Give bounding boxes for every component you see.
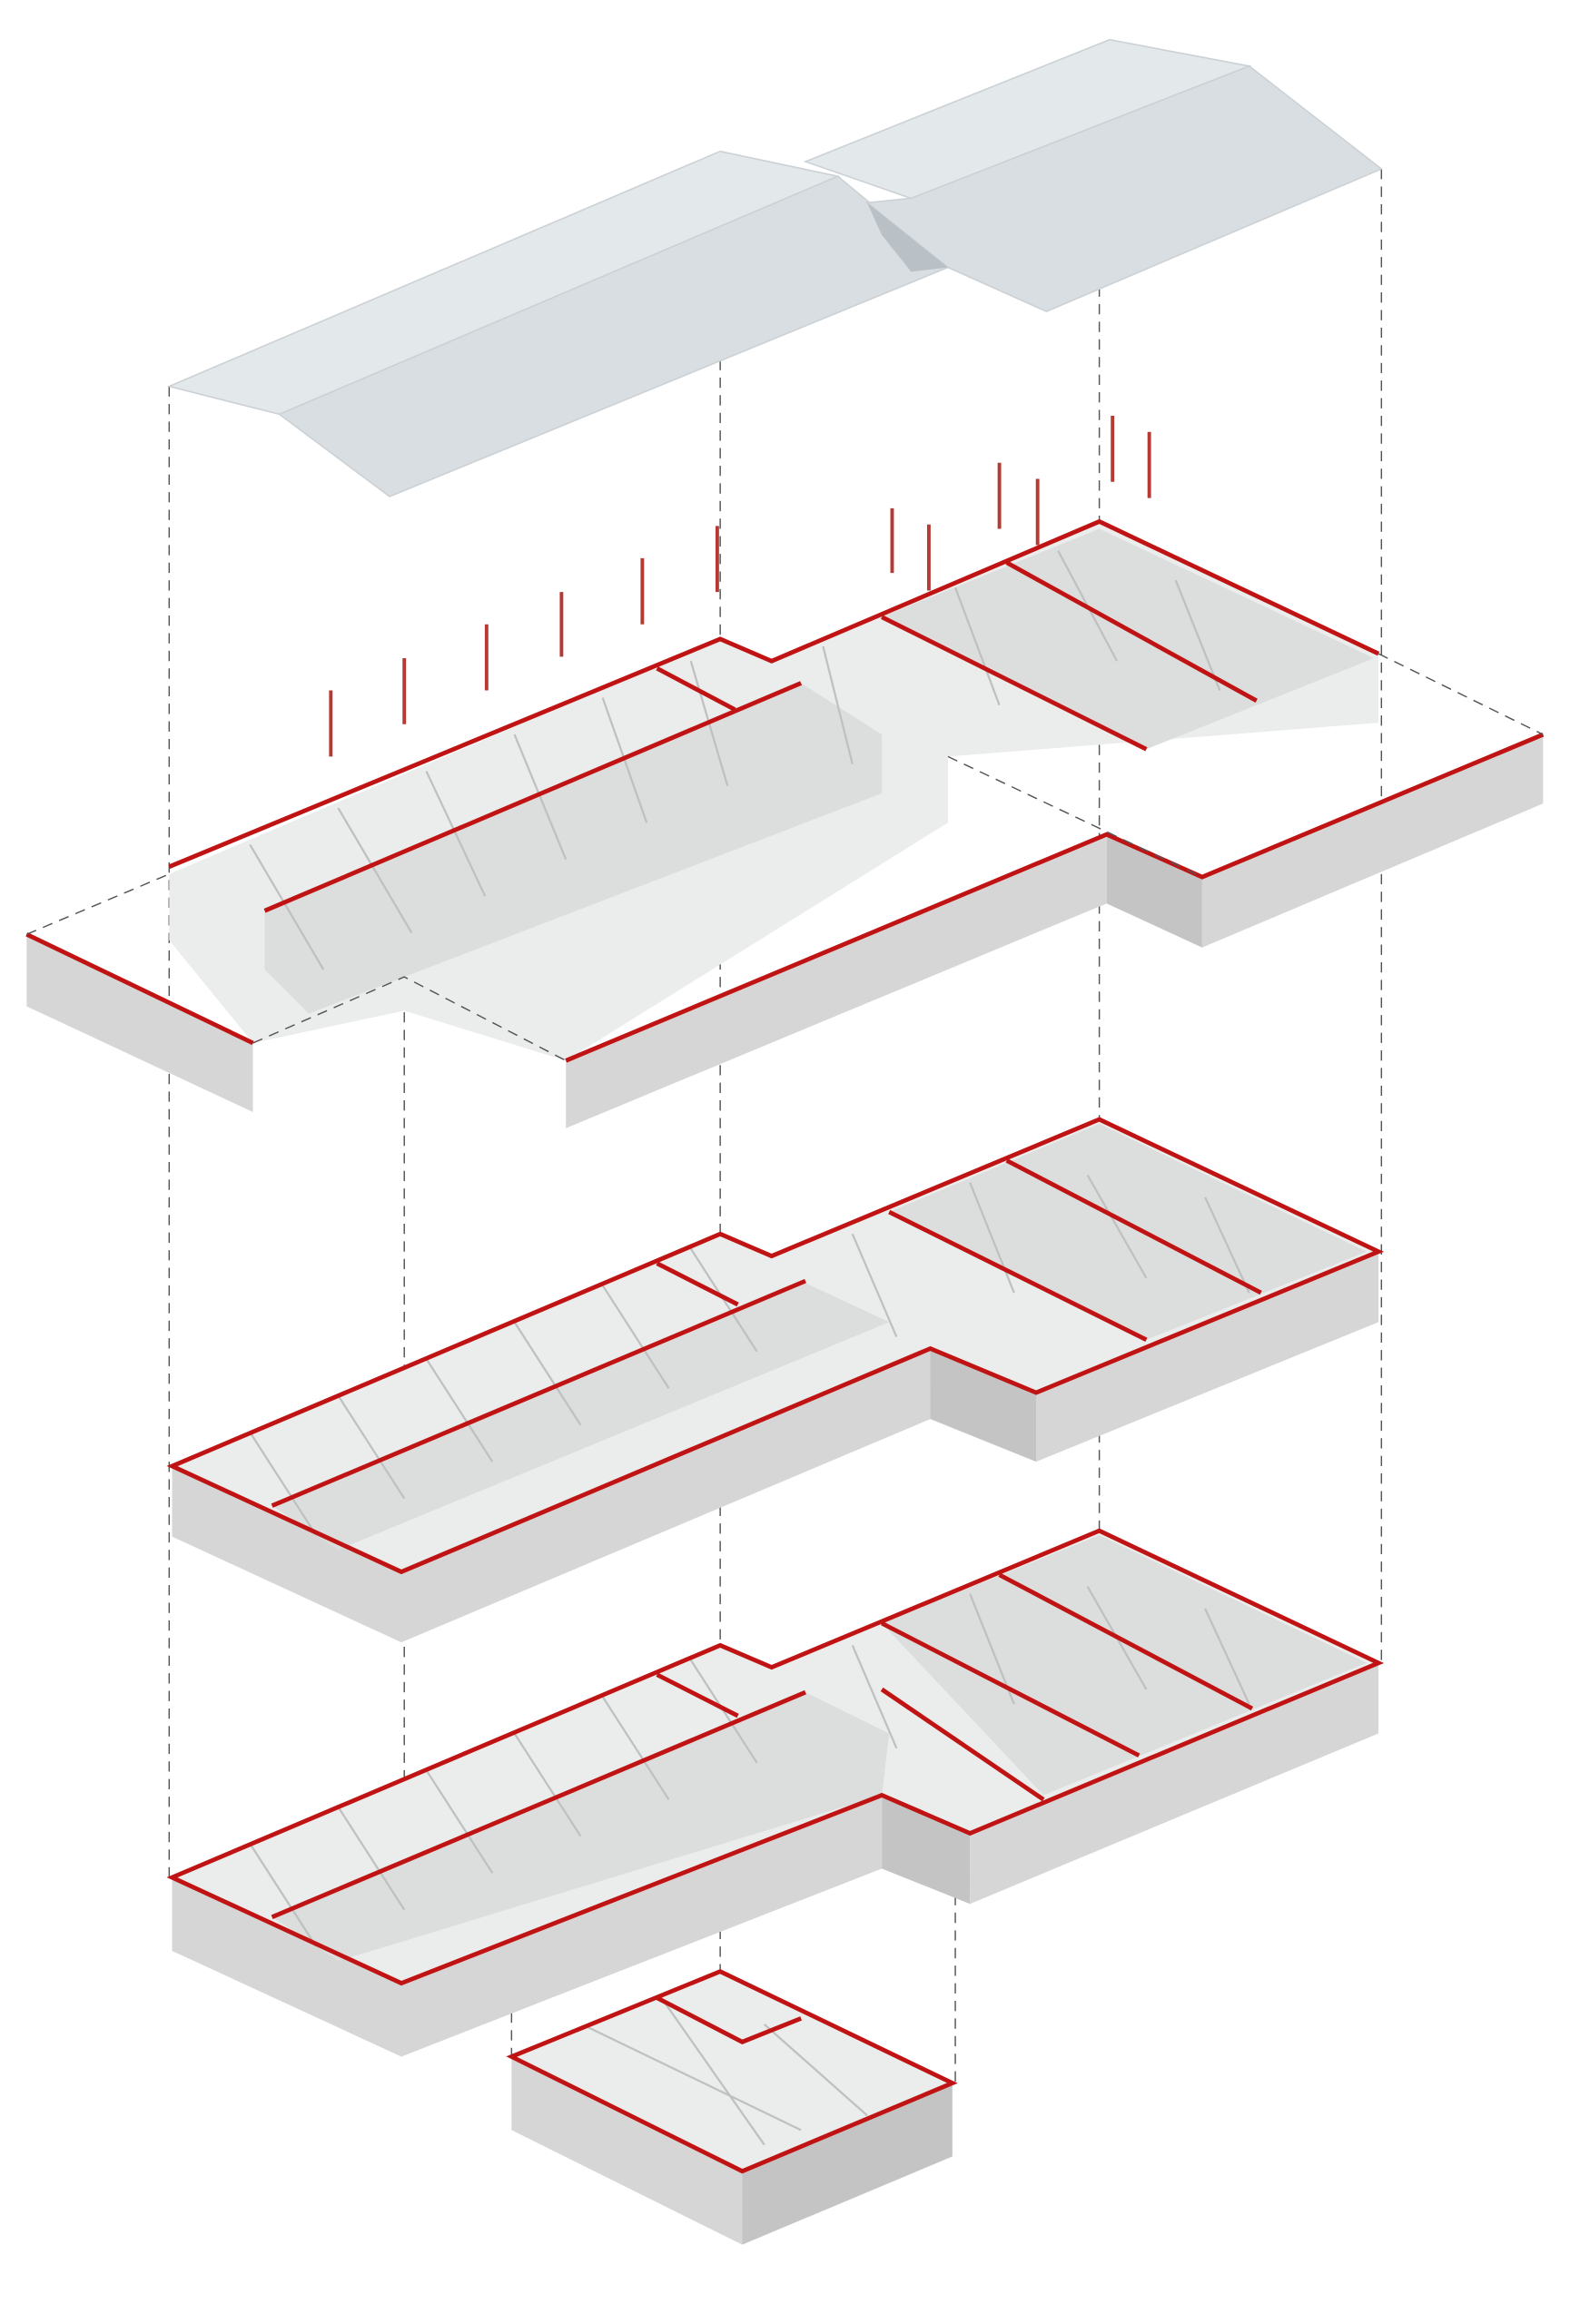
roof	[166, 38, 1383, 497]
middle-floor	[166, 1117, 1385, 1643]
upper-floor	[25, 518, 1545, 1128]
basement	[506, 1968, 958, 2245]
ground-floor	[166, 1528, 1385, 2057]
structural-posts	[329, 415, 1151, 757]
